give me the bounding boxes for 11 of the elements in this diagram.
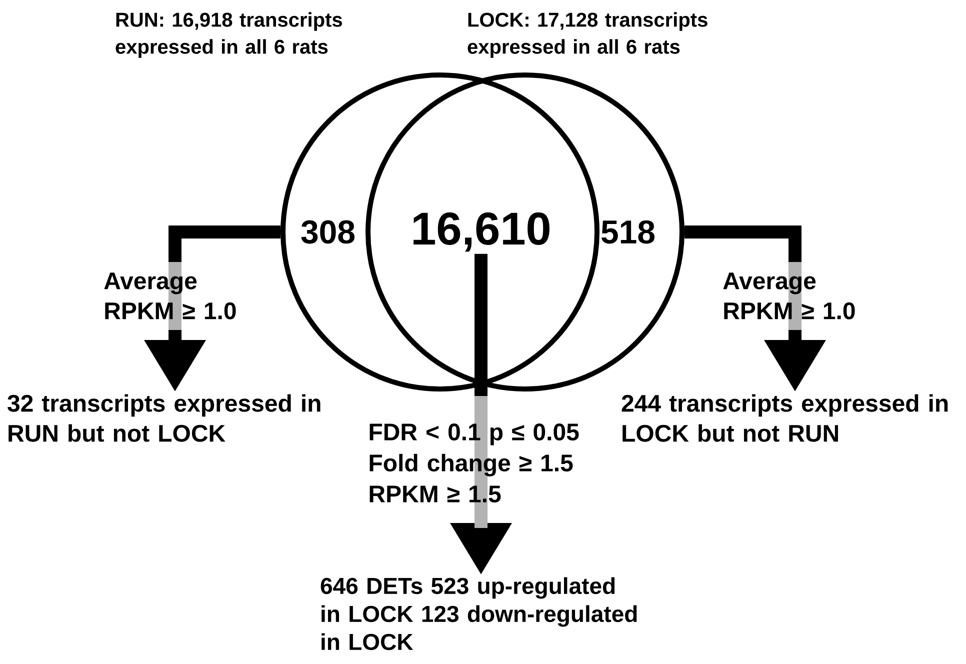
edge-label: Average RPKM ≥ 1.0: [104, 272, 236, 320]
edge-label: Average RPKM ≥ 1.0: [723, 272, 855, 320]
region-count: 16,610: [414, 212, 550, 252]
circle-heading: LOCK: 17,128 transcripts expressed in all 6 rats: [468, 12, 708, 58]
circle-heading: RUN: 16,918 transcripts expressed in all 6 rats: [116, 12, 342, 58]
region-count: 308: [301, 220, 354, 244]
result-text: 244 transcripts expressed in LOCK but not RUN: [622, 394, 948, 442]
edge-label: FDR < 0.1 p ≤ 0.05 Fold change ≥ 1.5 RPKM ≥ 1.5: [370, 424, 579, 502]
result-text: 646 DETs 523 up-regulated in LOCK 123 down-regulated in LOCK: [320, 577, 637, 650]
region-count: 518: [602, 220, 654, 244]
result-text: 32 transcripts expressed in RUN but not LOCK: [8, 394, 320, 442]
